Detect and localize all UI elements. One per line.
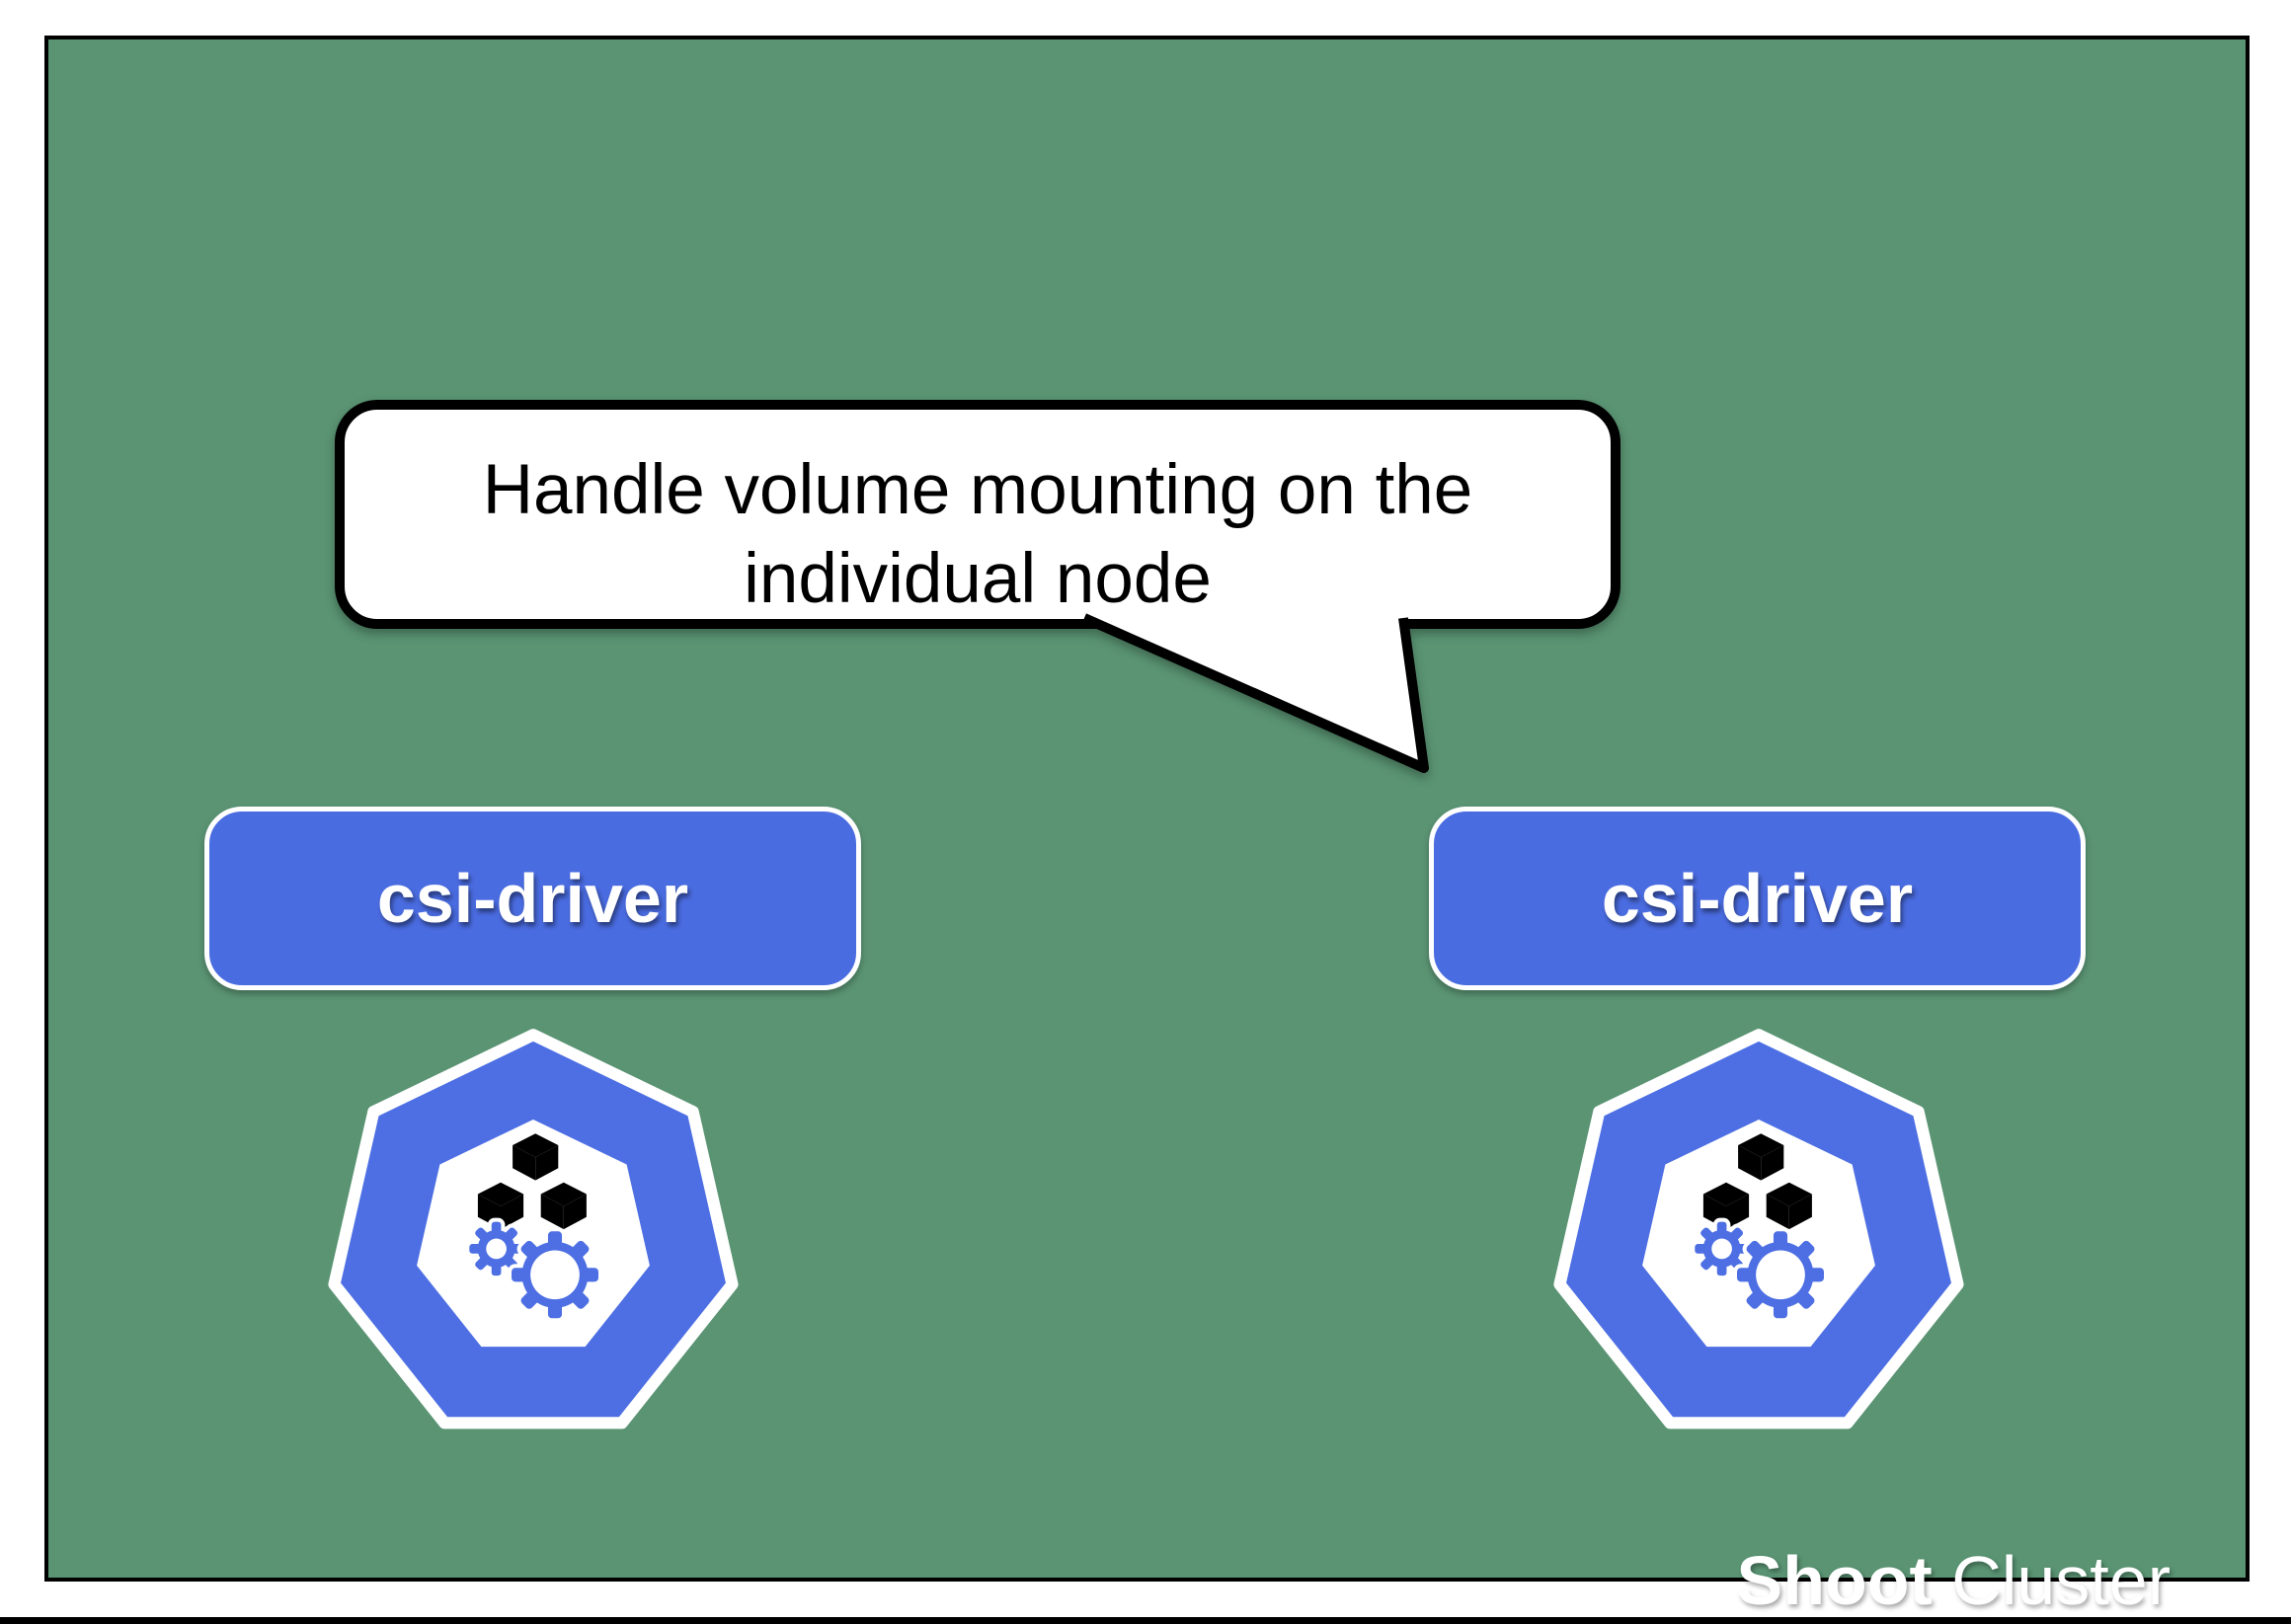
callout-text-line1: Handle volume mounting on the (482, 451, 1473, 529)
node-box-csi-driver-left: csi-driver (204, 807, 861, 990)
heptagon-inner (1642, 1120, 1875, 1348)
node-box-csi-driver-right: csi-driver (1429, 807, 2086, 990)
gear-icon (1695, 1222, 1749, 1276)
csi-driver-label: csi-driver (376, 860, 689, 937)
callout-text: Handle volume mounting on the individual… (350, 410, 1606, 619)
callout-tail (1081, 613, 1429, 773)
kubernetes-icon (1553, 1029, 1964, 1430)
gear-icon (512, 1231, 598, 1318)
bottom-edge-bar (0, 1617, 2291, 1624)
speech-callout (335, 400, 1620, 773)
cluster-title-bold: Shoot (1736, 1542, 1933, 1619)
heptagon-inner (417, 1120, 650, 1348)
gear-icon (1737, 1231, 1824, 1318)
gear-icon (469, 1222, 523, 1276)
cluster-title: Shoot Cluster (1698, 1477, 2171, 1615)
csi-driver-label: csi-driver (1601, 860, 1914, 937)
callout-text-line2: individual node (744, 540, 1212, 618)
callout-bubble (335, 400, 1620, 629)
kubernetes-icon (328, 1029, 739, 1430)
cluster-title-regular: Cluster (1932, 1542, 2171, 1619)
